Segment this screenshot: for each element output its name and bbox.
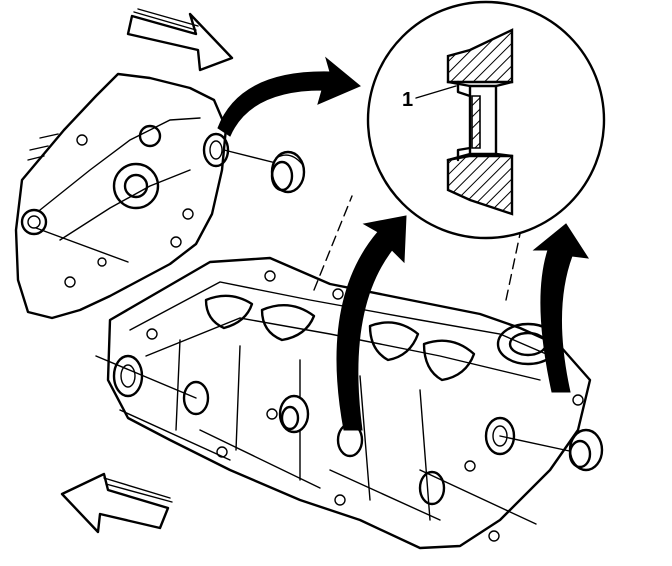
callout-1: 1 xyxy=(402,85,457,111)
magnifier-detail-icon xyxy=(366,0,606,240)
crankshaft-seal-upper xyxy=(270,150,306,194)
projection-lines xyxy=(313,195,521,301)
front-cover-housing xyxy=(14,72,281,320)
direction-arrow-right-icon xyxy=(126,8,234,72)
crankshaft-seal-middle xyxy=(278,394,310,434)
crankshaft-seal-rear xyxy=(568,428,604,472)
direction-arrow-left-icon xyxy=(60,472,173,534)
curved-arrow-icon xyxy=(336,215,590,431)
curved-arrow-icon xyxy=(217,56,361,137)
callout-label: 1 xyxy=(402,89,413,111)
